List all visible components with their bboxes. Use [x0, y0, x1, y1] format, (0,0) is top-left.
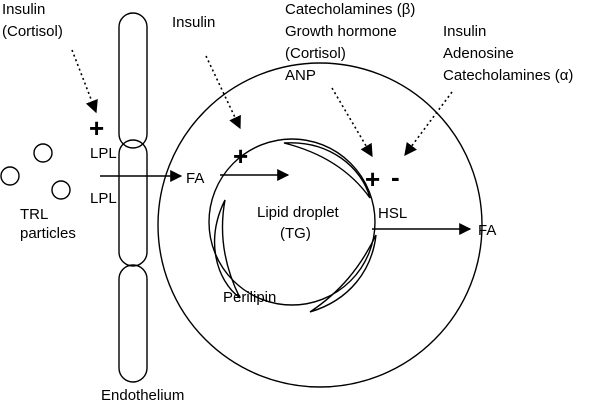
droplet-label-line1: Lipid droplet	[257, 204, 340, 221]
adipocyte-cell	[157, 62, 483, 388]
perilipin-arc-bottom-right	[309, 234, 377, 313]
endothelium-label: Endothelium	[101, 387, 184, 404]
endothelial-cell-middle	[118, 139, 148, 267]
trl-particles-group	[0, 143, 71, 200]
uptake-regulation-arrow	[205, 55, 241, 130]
lpl-label-lower: LPL	[90, 190, 117, 207]
fa-label-out: FA	[478, 222, 496, 239]
trl-particle	[0, 166, 20, 186]
lpl-label-upper: LPL	[90, 145, 117, 162]
lpl-regulation-arrow	[71, 49, 98, 114]
endothelial-cell-bottom	[118, 264, 148, 383]
perilipin-arc-left	[213, 199, 241, 299]
beta-regulator-line3: (Cortisol)	[285, 45, 346, 62]
lipid-droplet	[208, 138, 376, 306]
trl-label-line2: particles	[20, 225, 76, 242]
left-regulator-line2: (Cortisol)	[2, 23, 63, 40]
trl-particle	[33, 143, 53, 163]
hsl-label: HSL	[378, 205, 407, 222]
left-regulator-line1: Insulin	[2, 1, 45, 18]
beta-regulator-line1: Catecholamines (β)	[285, 1, 415, 18]
hsl-stimulation-arrow	[331, 87, 373, 158]
endothelium-wall	[118, 12, 148, 383]
uptake-stimulation-sign: +	[233, 141, 248, 171]
hsl-inhibition-arrow	[404, 91, 453, 157]
center-regulator: Insulin	[172, 14, 215, 31]
beta-regulator-line2: Growth hormone	[285, 23, 397, 40]
beta-regulator-line4: ANP	[285, 67, 316, 84]
lpl-stimulation-sign: +	[89, 113, 104, 143]
alpha-regulator-line1: Insulin	[443, 23, 486, 40]
fa-label-in: FA	[186, 170, 204, 187]
perilipin-arc-top-right	[283, 142, 371, 199]
trl-particle	[51, 180, 71, 200]
hsl-stimulation-sign: +	[365, 164, 380, 194]
trl-label-line1: TRL	[20, 206, 48, 223]
endothelial-cell-top	[118, 12, 148, 149]
alpha-regulator-line2: Adenosine	[443, 45, 514, 62]
hsl-inhibition-sign: -	[391, 162, 400, 192]
alpha-regulator-line3: Catecholamines (α)	[443, 67, 573, 84]
droplet-label-line2: (TG)	[280, 225, 311, 242]
perilipin-coat	[213, 142, 377, 313]
perilipin-label: Perilipin	[223, 289, 276, 306]
